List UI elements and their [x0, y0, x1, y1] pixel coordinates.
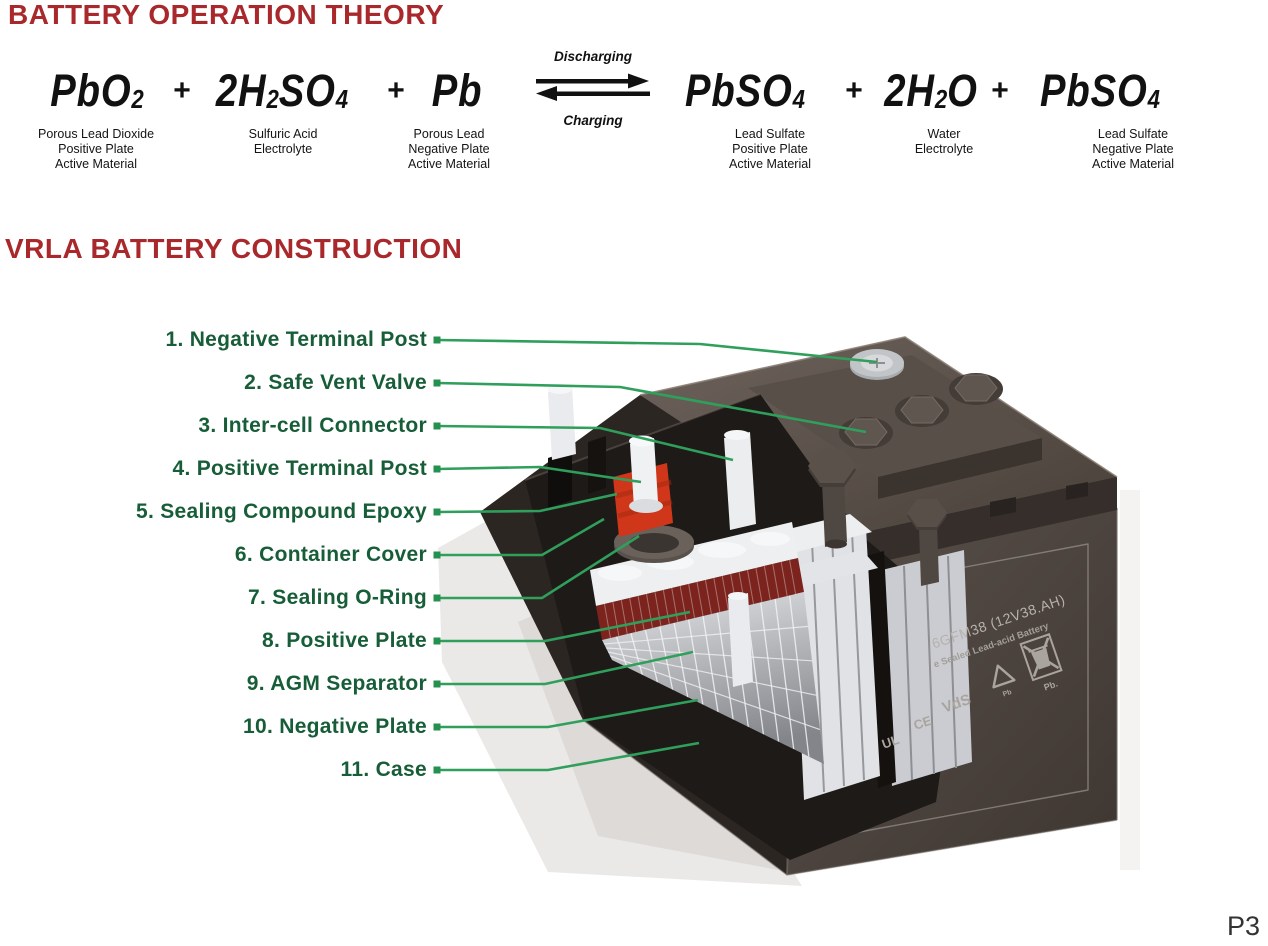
plus-sign: +	[173, 74, 191, 107]
equation-formula: PbO2	[50, 65, 144, 116]
plus-sign: +	[991, 74, 1009, 107]
section-title-battery-operation-theory: BATTERY OPERATION THEORY	[8, 0, 445, 30]
equation-formula: 2H2O	[884, 65, 978, 116]
part-label: 2. Safe Vent Valve	[244, 371, 427, 394]
reaction-arrows: Discharging Charging	[534, 50, 652, 127]
part-label: 7. Sealing O-Ring	[248, 586, 427, 609]
section-title-vrla-battery-construction: VRLA BATTERY CONSTRUCTION	[5, 233, 463, 264]
plus-sign: +	[845, 74, 863, 107]
terminal-bolts	[808, 449, 947, 586]
inter-cell-connector-pillar-left	[547, 384, 576, 460]
equilibrium-arrows-icon	[536, 73, 650, 101]
ul-mark: UL	[880, 732, 901, 752]
battery-cutaway-image: 6GFM38 (12V38.AH) e Sealed Lead-acid Bat…	[438, 336, 1140, 886]
charging-label: Charging	[563, 112, 623, 128]
part-label: 4. Positive Terminal Post	[172, 457, 427, 480]
part-label: 10. Negative Plate	[243, 715, 427, 738]
discharging-label: Discharging	[553, 49, 632, 64]
page-number: P3	[1226, 911, 1260, 941]
svg-text:Pb.: Pb.	[1043, 679, 1060, 693]
svg-text:Pb: Pb	[1002, 689, 1013, 699]
equation-formula: Pb	[431, 65, 483, 116]
ce-mark: CE	[912, 713, 934, 733]
pb-crossed-bin-icon: Pb.	[1019, 633, 1063, 693]
part-label: 1. Negative Terminal Post	[165, 328, 427, 351]
negative-terminal-post	[850, 349, 904, 380]
equation-formula: PbSO4	[1040, 65, 1160, 116]
equation-formula: PbSO4	[685, 65, 805, 116]
part-label: 11. Case	[340, 758, 427, 781]
recycle-icon: Pb	[992, 664, 1016, 699]
equation-formula: 2H2SO4	[215, 65, 349, 116]
part-label: 5. Sealing Compound Epoxy	[135, 500, 427, 523]
part-label: 9. AGM Separator	[246, 672, 427, 695]
plus-sign: +	[387, 74, 405, 107]
part-label: 6. Container Cover	[234, 543, 427, 566]
part-label: 3. Inter-cell Connector	[198, 414, 427, 437]
part-label: 8. Positive Plate	[261, 629, 427, 652]
cell-post	[728, 592, 753, 687]
